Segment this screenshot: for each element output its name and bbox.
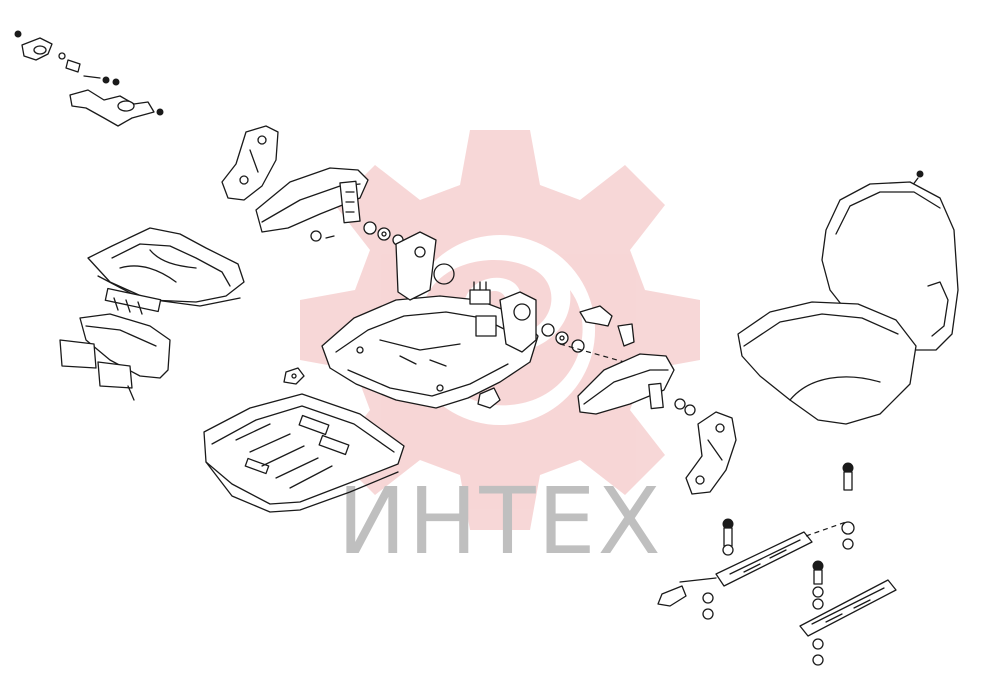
hardware-washers-right <box>541 305 661 373</box>
seat-frame <box>321 231 539 409</box>
left-armrest <box>255 167 369 242</box>
left-armrest-bracket <box>221 125 279 201</box>
right-armrest-bracket <box>685 411 737 495</box>
left-slide-rail <box>657 518 847 620</box>
seat-cushion-backrest <box>737 170 959 425</box>
seat-base-plate <box>203 393 405 513</box>
right-armrest <box>577 353 696 416</box>
front-cover-panel <box>59 313 171 401</box>
lever-assembly <box>14 30 164 127</box>
right-slide-rail <box>799 462 897 666</box>
watermark-text: ИНТЕХ <box>337 468 662 575</box>
seat-pan-cushion-base <box>87 227 245 315</box>
hardware-washers-left <box>363 221 404 246</box>
wing-nut <box>283 367 305 385</box>
